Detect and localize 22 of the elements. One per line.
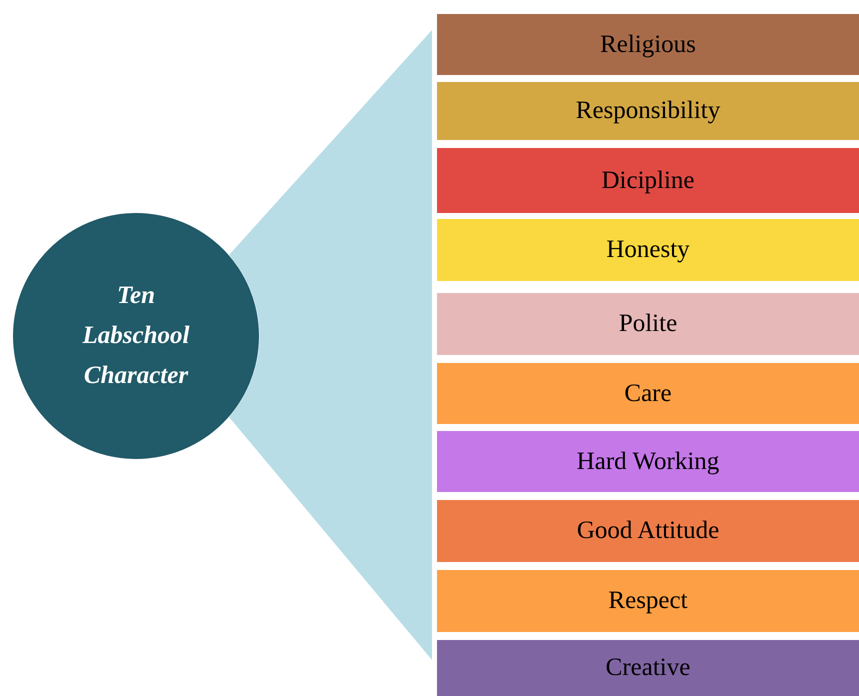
trait-label: Good Attitude [576, 517, 720, 545]
trait-bar [437, 640, 859, 696]
wedge-shape [229, 30, 432, 660]
trait-label: Hard Working [576, 448, 720, 476]
trait-bar [437, 293, 859, 355]
trait-bar [437, 570, 859, 632]
trait-label: Dicipline [601, 166, 695, 194]
trait-bar [437, 431, 859, 492]
trait-label: Responsibility [576, 97, 720, 125]
trait-bar [437, 82, 859, 140]
trait-bar [437, 500, 859, 562]
trait-label: Creative [606, 654, 690, 682]
trait-label: Polite [618, 310, 678, 338]
trait-label: Religious [600, 30, 696, 58]
trait-label: Care [624, 380, 672, 408]
trait-label: Honesty [606, 236, 690, 264]
trait-bar [437, 363, 859, 424]
center-title: Ten Labschool Character [81, 281, 190, 391]
trait-bar [437, 219, 859, 281]
trait-bar [437, 148, 859, 213]
trait-label: Respect [608, 587, 688, 615]
trait-bar [437, 14, 859, 75]
